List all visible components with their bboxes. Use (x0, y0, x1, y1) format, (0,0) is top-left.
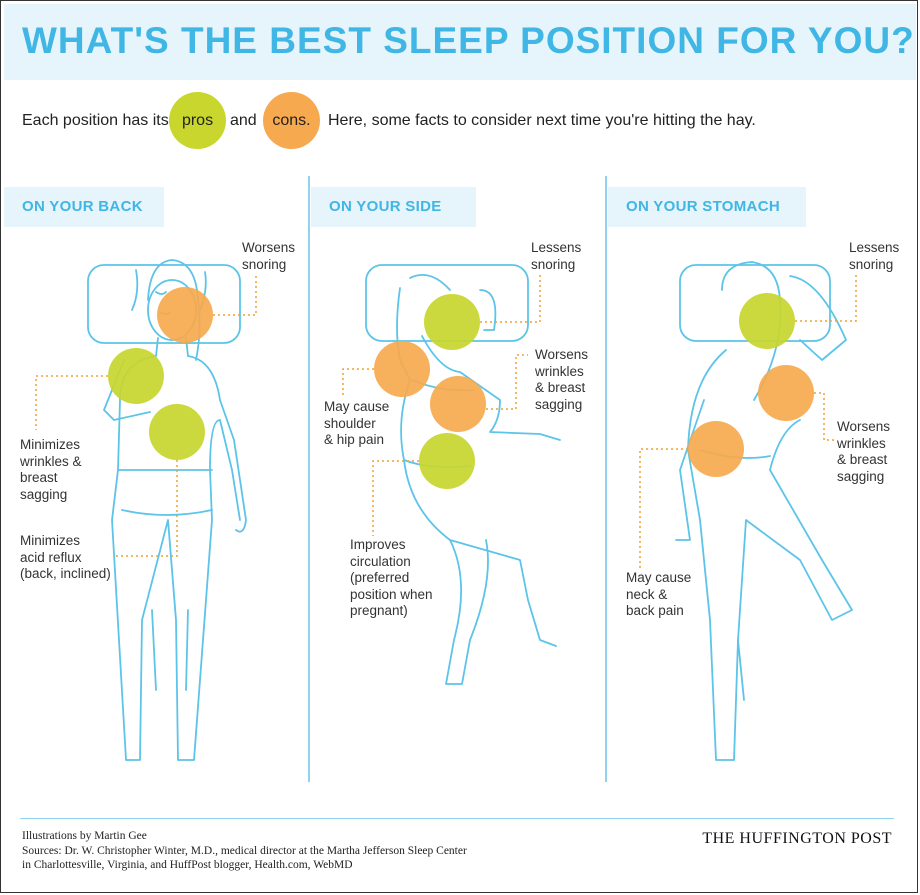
side-note-circulation: Improves circulation (preferred position… (350, 537, 433, 618)
panel-divider-1 (308, 176, 310, 782)
side-shoulder-marker (374, 341, 430, 397)
back-note-snoring: Worsens snoring (242, 240, 296, 272)
title-banner (4, 4, 916, 80)
stomach-wrinkles-marker (758, 365, 814, 421)
cons-label: cons. (272, 111, 311, 129)
pros-label: pros (181, 111, 214, 129)
illustration-credit: Illustrations by Martin Gee (22, 830, 147, 842)
footer-credits: Illustrations by Martin Gee Sources: Dr.… (22, 829, 467, 873)
panel-heading-stomach: ON YOUR STOMACH (608, 187, 806, 227)
stomach-snoring-marker (739, 293, 795, 349)
back-wrinkles-marker (108, 348, 164, 404)
cons-bubble: cons. (263, 92, 320, 149)
back-note-reflux: Minimizes acid reflux (back, inclined) (20, 533, 111, 581)
intro-line: Each position has its pros and cons. Her… (0, 0, 920, 180)
side-note-snoring: Lessens snoring (531, 240, 582, 272)
panel-heading-side: ON YOUR SIDE (311, 187, 476, 227)
panel-divider-2 (605, 176, 607, 782)
intro-text-after: Here, some facts to consider next time y… (328, 112, 756, 129)
stomach-neck-marker (688, 421, 744, 477)
side-circulation-marker (419, 433, 475, 489)
back-reflux-marker (149, 404, 205, 460)
side-snoring-marker (424, 294, 480, 350)
side-note-shoulder: May cause shoulder & hip pain (324, 399, 390, 447)
stomach-note-neck: May cause neck & back pain (626, 570, 692, 618)
footer-divider (20, 818, 894, 819)
sources-line-1: Sources: Dr. W. Christopher Winter, M.D.… (22, 844, 467, 857)
panel-heading-back: ON YOUR BACK (4, 187, 164, 227)
publisher-logo: THE HUFFINGTON POST (702, 830, 892, 847)
side-wrinkles-marker (430, 376, 486, 432)
intro-text-and: and (230, 112, 257, 129)
pros-bubble: pros (169, 92, 226, 149)
stomach-note-snoring: Lessens snoring (849, 240, 900, 272)
side-note-wrinkles: Worsens wrinkles & breast sagging (535, 347, 589, 412)
page-title: WHAT'S THE BEST SLEEP POSITION FOR YOU? (22, 20, 915, 61)
stomach-note-wrinkles: Worsens wrinkles & breast sagging (837, 419, 891, 484)
intro-text-before: Each position has its (22, 112, 169, 129)
sources-line-2: in Charlottesville, Virginia, and HuffPo… (22, 859, 353, 871)
back-snoring-marker (157, 287, 213, 343)
back-note-wrinkles: Minimizes wrinkles & breast sagging (20, 437, 82, 502)
